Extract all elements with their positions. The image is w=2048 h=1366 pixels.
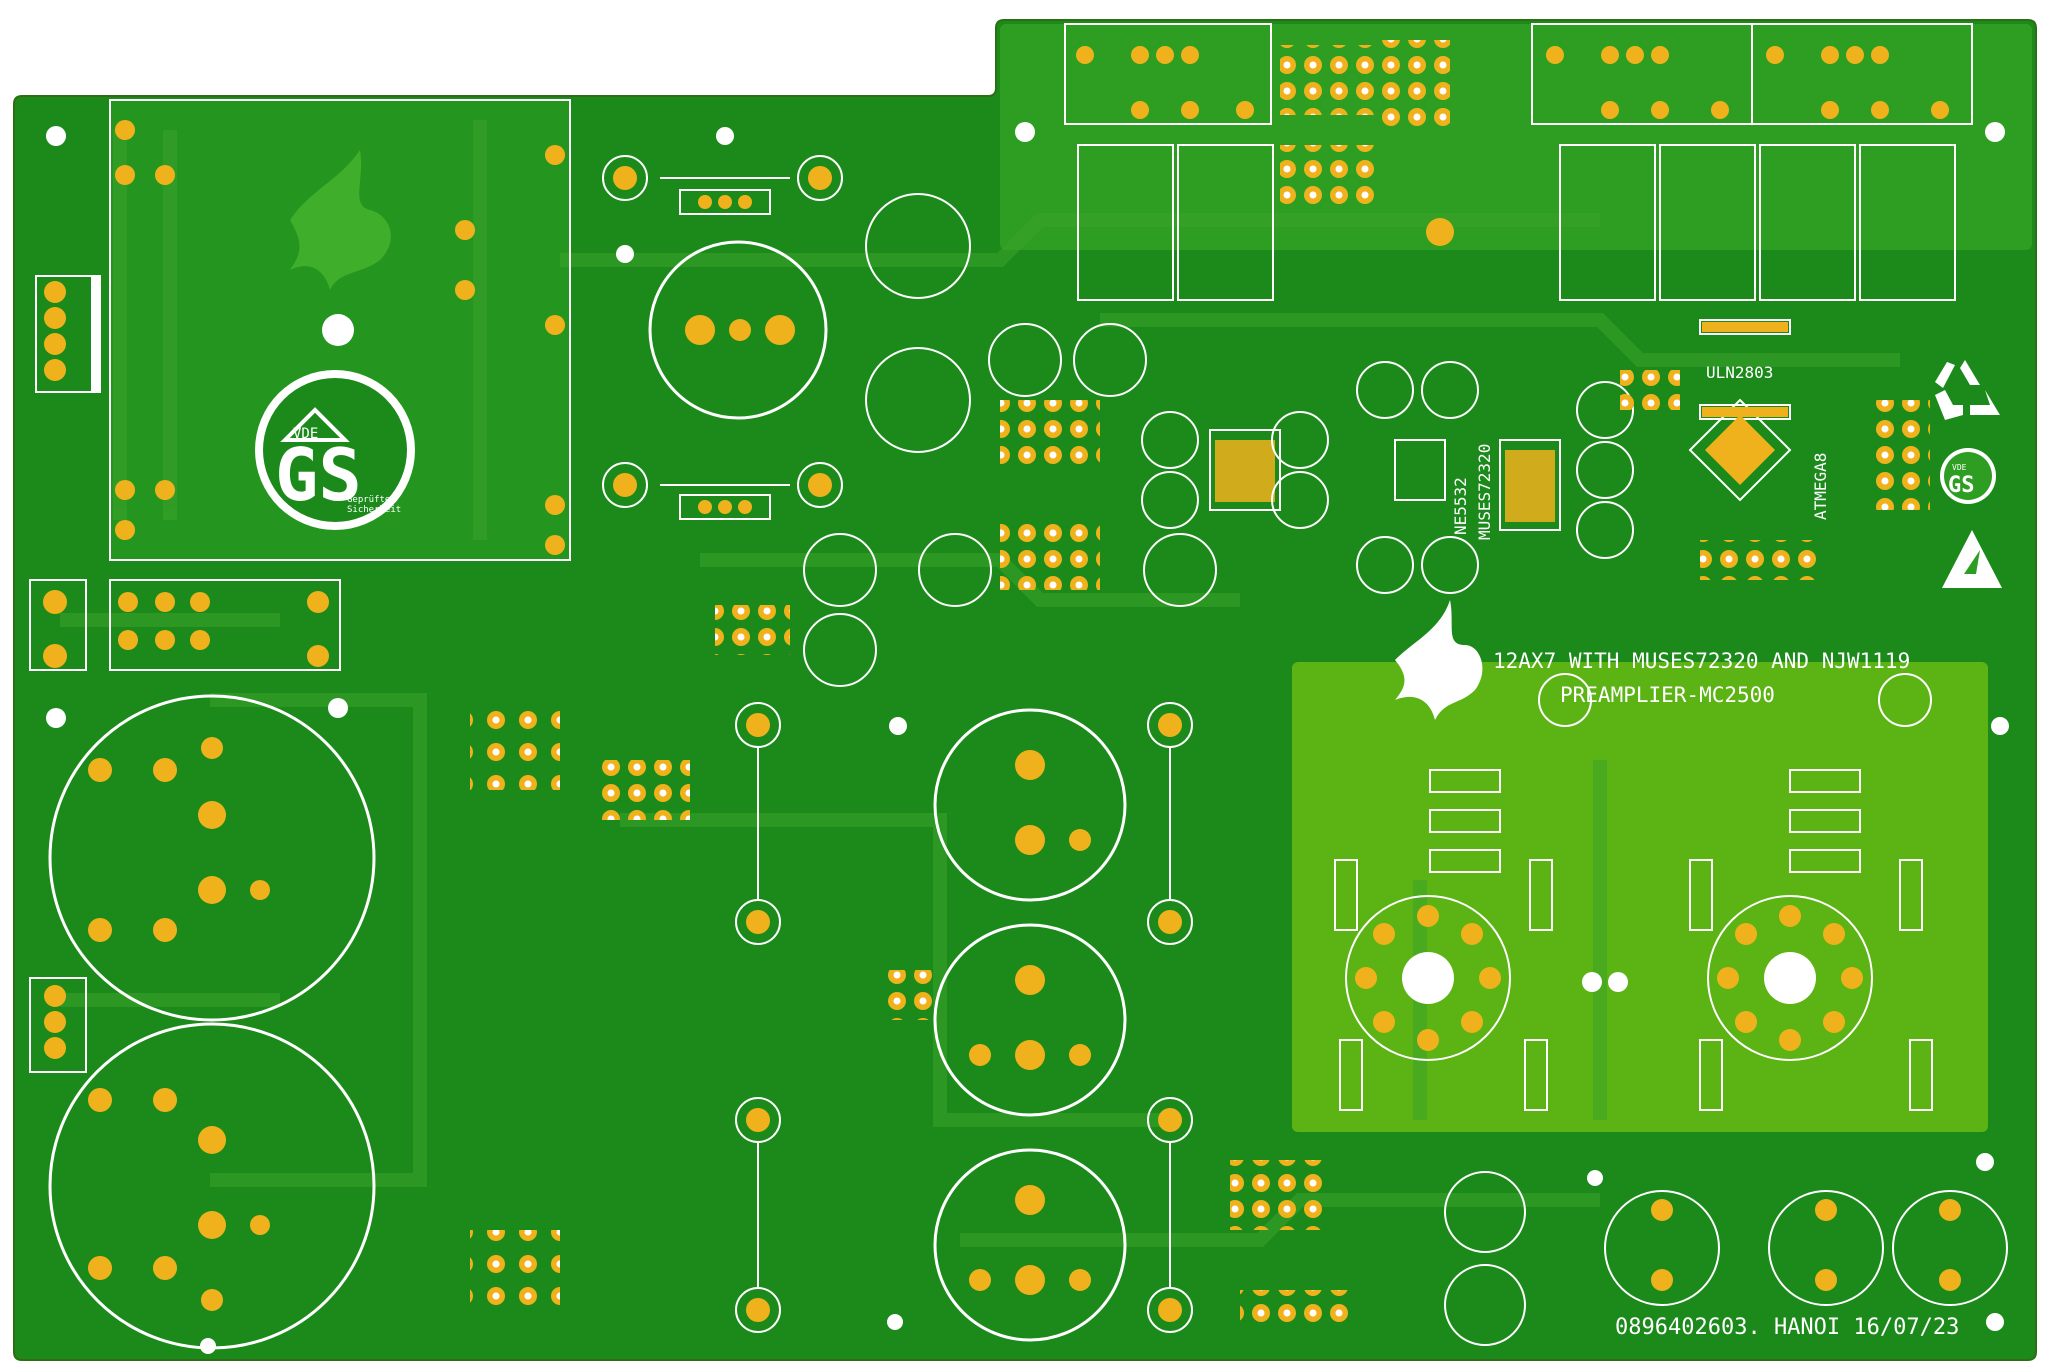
- muses72320-label: MUSES72320: [1475, 444, 1494, 540]
- power-connector-bottom: [29, 977, 87, 1073]
- recycle-icon: [1935, 360, 2000, 420]
- mid-capacitors: [803, 193, 1217, 687]
- tube-pour: [1292, 662, 1988, 1132]
- power-connector-mid: [29, 579, 341, 671]
- transformer-pads: [115, 120, 565, 555]
- power-capacitor: [648, 240, 828, 420]
- board-title-line1: 12AX7 WITH MUSES72320 AND NJW1119: [1493, 649, 1910, 673]
- gs-mark: GS: [275, 433, 362, 517]
- vde-small-label: VDE: [1952, 463, 1967, 472]
- vde-gs-small-icon: VDE GS: [1940, 448, 1996, 504]
- vde-label: VDE: [293, 426, 318, 442]
- tube-resistors: [1334, 769, 1933, 1111]
- esd-warning-icon: [1942, 530, 2002, 588]
- output-capacitors: [1444, 1171, 2008, 1346]
- mounting-hole: [46, 126, 66, 146]
- tube-socket: [1345, 895, 1873, 1061]
- gs-line1: Geprüfte: [347, 495, 390, 505]
- mounting-hole: [322, 314, 354, 346]
- relay-outlines: [1064, 23, 1973, 301]
- gs-line2: Sicherheit: [347, 505, 401, 515]
- power-connector-top: [35, 275, 101, 393]
- board-footer: 0896402603. HANOI 16/07/23: [1615, 1315, 1959, 1340]
- uln2803-label: ULN2803: [1706, 363, 1773, 382]
- board-title-line2: PREAMPLIER-MC2500: [1560, 683, 1775, 707]
- heatsink-top: [602, 155, 843, 520]
- heatsink-lower: [735, 702, 1193, 1333]
- gs-small-label: GS: [1948, 473, 1975, 498]
- ic-footprints: [1209, 319, 1792, 531]
- transformer-outline: [109, 99, 571, 561]
- atmega8-label: ATMEGA8: [1811, 453, 1830, 520]
- eagle-logo-white-icon: [1395, 600, 1483, 720]
- relay-pour: [1000, 24, 2032, 250]
- ne5532-label: NE5532: [1451, 477, 1470, 535]
- eagle-logo-icon: [290, 150, 391, 290]
- vde-gs-icon: VDE GS Geprüfte Sicherheit: [255, 370, 415, 530]
